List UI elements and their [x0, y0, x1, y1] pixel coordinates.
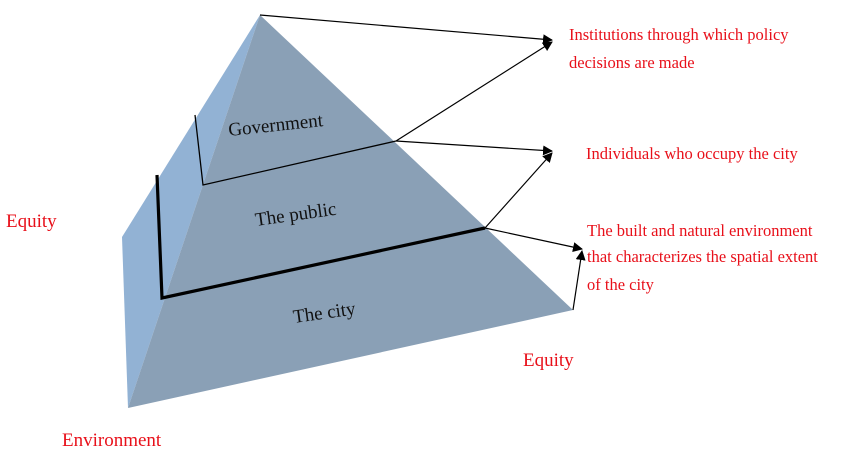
arrow-public-edge-to-environment	[484, 227, 583, 252]
institutions-description-line-1: Institutions through which policy	[569, 25, 789, 44]
arrow-government-edge-to-individuals	[395, 140, 553, 156]
equity-left-label: Equity	[6, 211, 57, 232]
environment-description-line-2: that characterizes the spatial extent	[587, 247, 818, 266]
government-bracket	[194, 114, 397, 186]
pyramid-front-face	[128, 15, 573, 408]
public-bracket	[155, 174, 486, 300]
arrow-public-edge-to-individuals	[484, 152, 553, 229]
equity-right-label: Equity	[523, 350, 574, 371]
pyramid-left-face	[122, 15, 260, 408]
environment-label: Environment	[62, 430, 162, 451]
environment-description-line-1: The built and natural environment	[587, 221, 813, 240]
institutions-description-line-2: decisions are made	[569, 53, 695, 72]
arrow-apex-to-institutions	[259, 14, 553, 45]
individuals-description: Individuals who occupy the city	[586, 144, 798, 163]
environment-description-line-3: of the city	[587, 275, 655, 294]
arrow-government-edge-to-institutions	[395, 41, 553, 142]
arrow-base-to-environment	[572, 250, 586, 311]
